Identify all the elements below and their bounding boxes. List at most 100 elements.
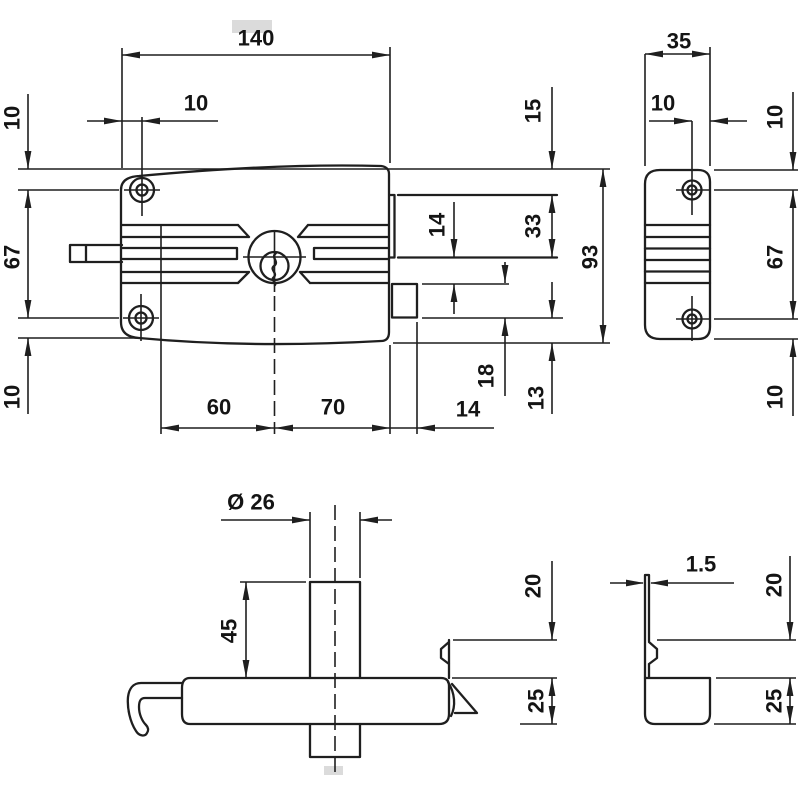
dim-front-drop-1: 18 [474,364,499,388]
dim-side-margin-top: 10 [763,105,788,129]
dim-bottom-gap-height: 20 [521,574,546,598]
dim-front-drop-2: 13 [524,386,549,410]
arrowhead-icon [548,678,556,696]
arrowhead-icon [242,660,250,678]
arrowhead-icon [548,151,556,169]
extension-lines [240,512,557,725]
arrowhead-icon [24,190,32,208]
arrowhead-icon [24,300,32,318]
arrowhead-icon [786,622,794,640]
arrowhead-icon [24,151,32,169]
dimension-lines [221,519,553,724]
hook [126,681,184,737]
arrowhead-icon [292,516,310,524]
watermark-artifact [232,20,272,33]
arrowhead-icon [104,117,122,125]
dim-front-screw-inset: 10 [184,91,208,116]
screw-crosshair [123,294,159,341]
dim-bottom-cylinder-length: 45 [217,619,242,643]
dim-side-screw-spacing: 67 [763,245,788,269]
arrowhead-icon [501,318,509,336]
arrowhead-icon [789,152,797,170]
dim-profile-plate-thickness: 1.5 [686,552,717,577]
dim-front-plate-top: 15 [521,99,546,123]
screw-crosshair [676,296,709,341]
extension-lines [657,639,796,725]
arrowhead-icon [786,678,794,696]
arrowhead-icon [626,579,644,587]
arrowhead-icon [548,622,556,640]
side-screw-bottom [676,296,709,341]
profile-view [643,573,712,726]
arrowhead-icon [242,582,250,600]
arrowhead-icon [360,516,378,524]
arrowhead-icon [450,284,458,302]
strike-wedge [446,680,479,718]
arrowhead-icon [645,50,663,58]
profile-case [643,676,712,726]
dim-side-margin-bottom: 10 [763,385,788,409]
arrowhead-icon [275,424,293,432]
strike-tab [439,638,451,680]
dim-front-margin-bottom: 10 [0,385,25,409]
arrowhead-icon [599,325,607,343]
dim-front-margin-top: 10 [0,106,25,130]
case-bar [180,676,451,726]
dim-side-depth: 35 [667,29,691,54]
dim-side-screw-inset: 10 [651,91,675,116]
dimension-arrowheads [24,50,797,724]
dim-profile-gap-height: 20 [762,573,787,597]
dim-profile-case-depth: 25 [762,689,787,713]
arrowhead-icon [450,239,458,257]
arrowhead-icon [372,51,390,59]
dim-bottom-case-depth: 25 [524,689,549,713]
body-ridges [120,223,390,285]
dim-front-bolt-throw: 14 [456,397,481,422]
arrowhead-icon [161,424,179,432]
bottom-view-dimensions: Ø 26 45 20 25 [217,490,557,725]
bottom-view [126,505,479,772]
arrowhead-icon [599,169,607,187]
arrowhead-icon [548,239,556,257]
side-view [643,168,712,341]
profile-view-dimensions: 1.5 20 25 [610,552,796,725]
extension-lines [18,47,610,434]
arrowhead-icon [710,117,728,125]
bolt-right [390,282,419,319]
arrowhead-icon [256,424,274,432]
arrowhead-icon [142,117,160,125]
dim-front-latch-height: 14 [425,212,450,237]
dim-front-screw-spacing: 67 [0,245,25,269]
cylinder-crosshair [243,230,306,292]
faceplate-edge [643,573,659,680]
arrowhead-icon [417,424,435,432]
lock-body-outline [119,164,391,346]
screw-bottom-left [123,294,159,341]
dim-front-width: 140 [238,26,275,51]
front-view-dimensions: 140 10 10 67 10 15 33 93 14 18 13 60 70 … [0,26,610,434]
arrowhead-icon [789,339,797,357]
arrowhead-icon [650,579,668,587]
arrowhead-icon [548,300,556,318]
arrowhead-icon [548,343,556,361]
dim-front-overall-height: 93 [578,245,603,269]
side-ridges [643,223,712,285]
dimension-lines [645,53,794,416]
dim-front-cyl-from-left: 60 [207,395,231,420]
side-view-dimensions: 35 10 10 67 10 [644,29,798,416]
arrowhead-icon [786,706,794,724]
dim-front-slot-height: 33 [521,214,546,238]
lock-cylinder [243,229,306,292]
arrowhead-icon [789,301,797,319]
arrowhead-icon [501,265,509,283]
side-body-outline [643,168,712,341]
arrowhead-icon [674,117,692,125]
arrowhead-icon [372,424,390,432]
arrowhead-icon [692,50,710,58]
dim-front-cyl-to-right: 70 [321,395,345,420]
watermark-artifact [324,766,343,775]
arrowhead-icon [24,338,32,356]
arrowhead-icon [548,195,556,213]
bolt-left [68,243,124,264]
